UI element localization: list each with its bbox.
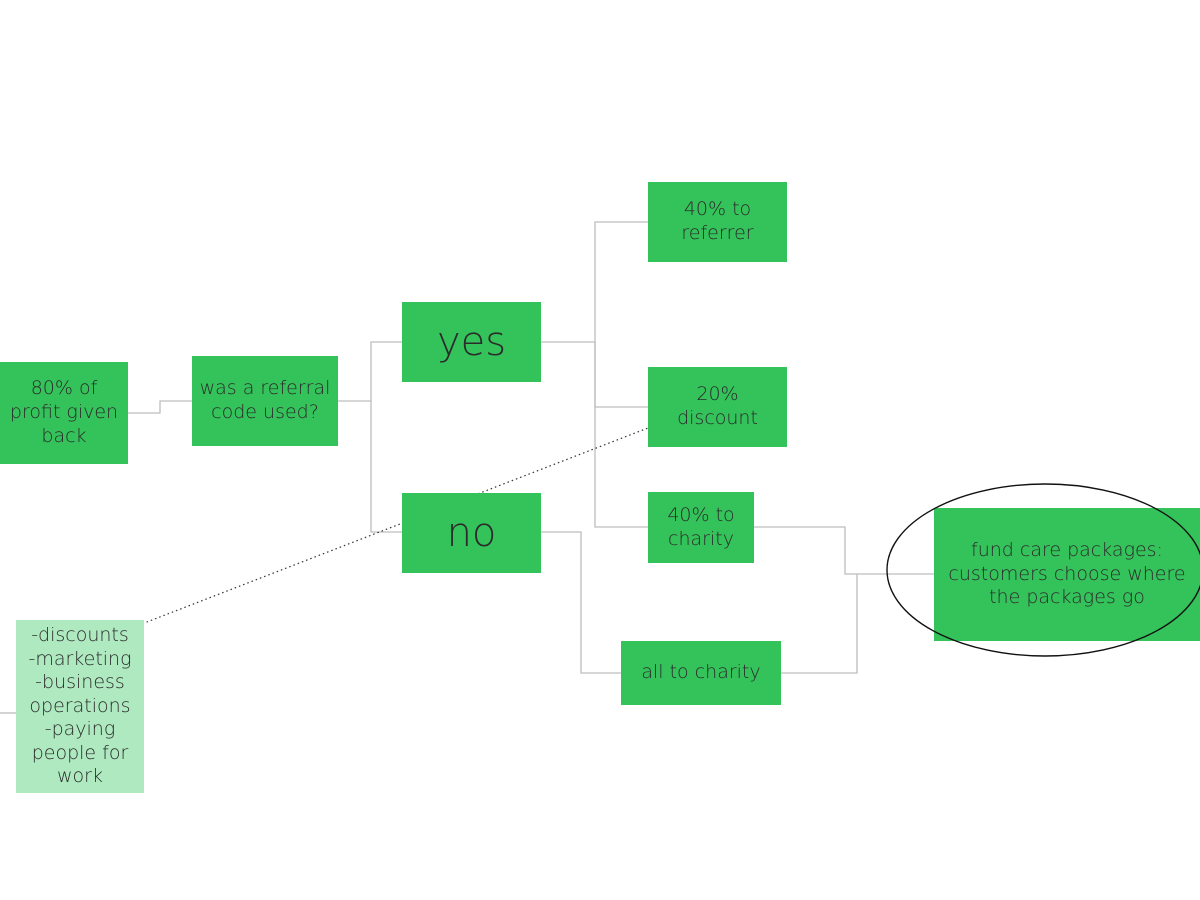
yes-node[interactable]: yes [402, 302, 541, 382]
connector-yes-to-charity [594, 342, 648, 528]
connector-yes-to-discount [594, 342, 648, 408]
all-to-charity-node[interactable]: all to charity [621, 641, 781, 705]
connector-profit-to-question [128, 400, 192, 414]
connector-question-to-yes [338, 341, 402, 402]
no-node[interactable]: no [402, 493, 541, 573]
profit-uses-note[interactable]: -discounts -marketing -business operatio… [16, 620, 144, 793]
care-packages-node[interactable]: fund care packages: customers choose whe… [934, 508, 1200, 641]
connector-question-to-no [370, 401, 402, 533]
connector-charity-to-care [754, 526, 934, 575]
referral-question-node[interactable]: was a referral code used? [192, 356, 338, 446]
discount-node[interactable]: 20% discount [648, 367, 787, 447]
connector-all-charity-to-care [781, 574, 858, 674]
connector-no-to-all-charity [541, 531, 621, 674]
charity-share-node[interactable]: 40% to charity [648, 492, 754, 563]
connector-yes-to-referrer [541, 221, 648, 343]
referrer-share-node[interactable]: 40% to referrer [648, 182, 787, 262]
profit-node[interactable]: 80% of profit given back [0, 362, 128, 464]
dotted-link [133, 427, 649, 628]
